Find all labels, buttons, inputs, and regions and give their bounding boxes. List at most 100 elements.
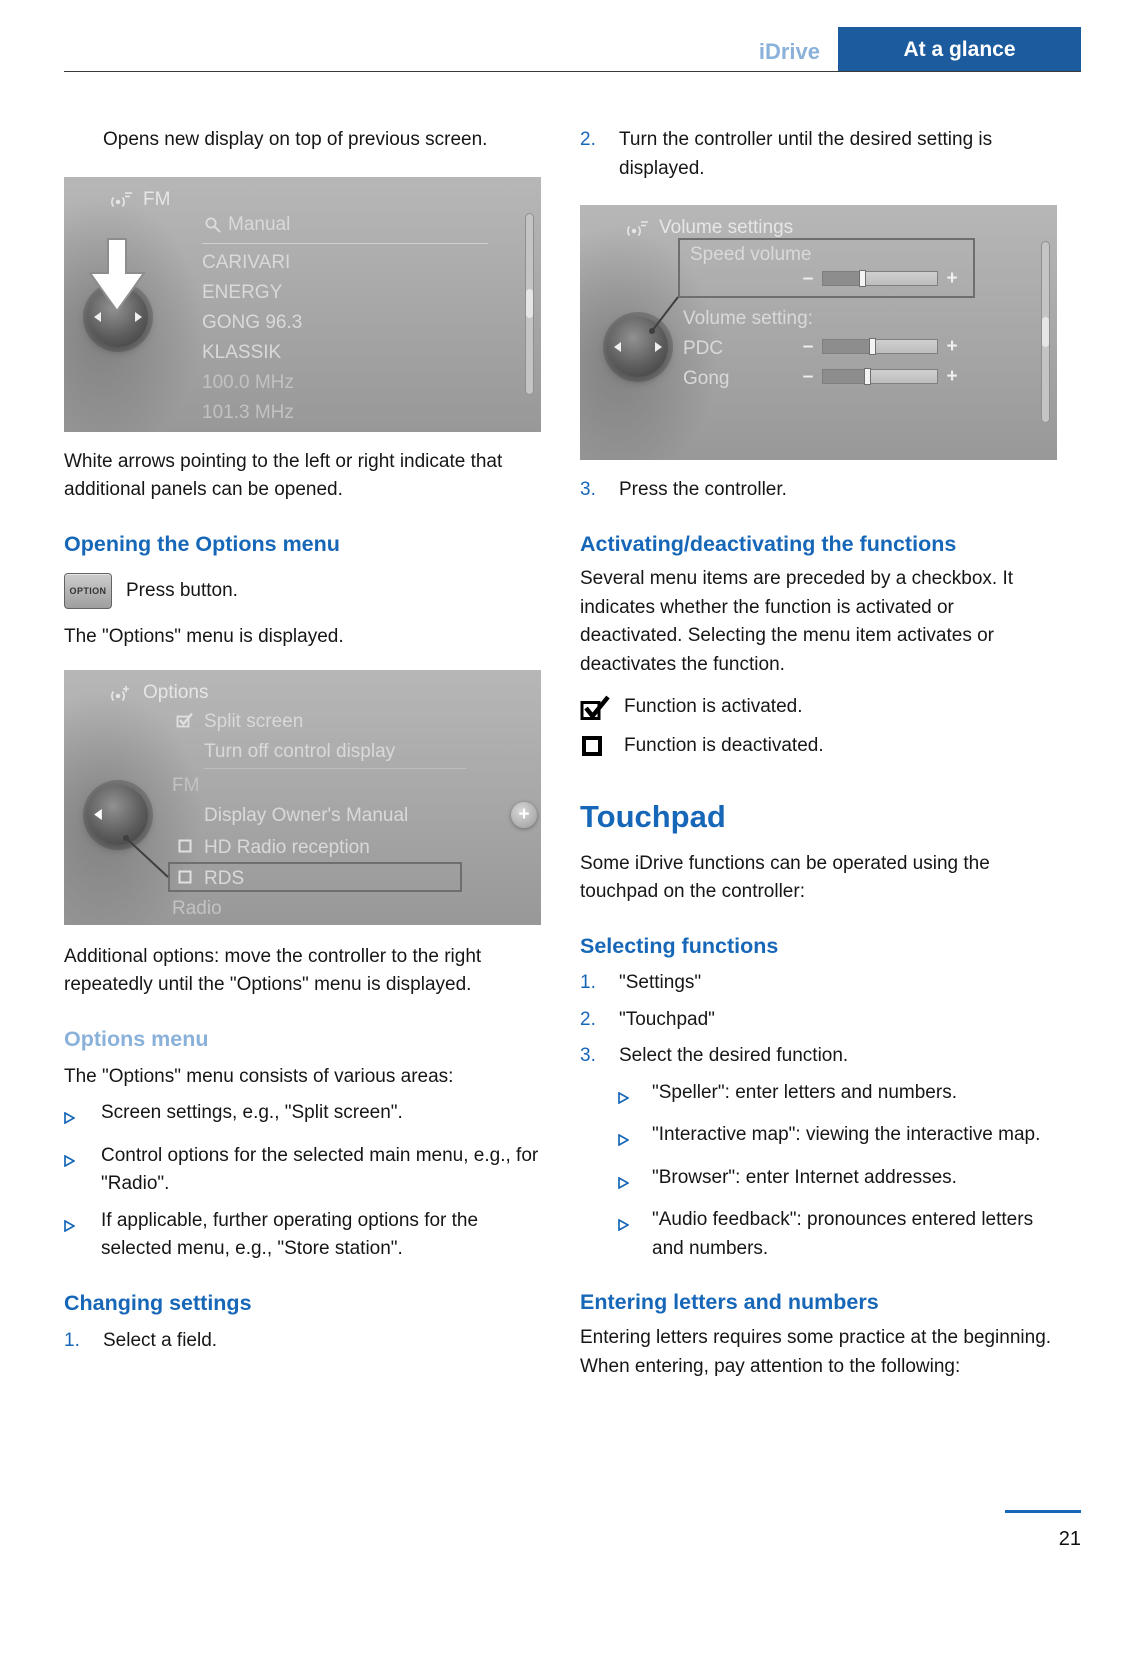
heading-entering: Entering letters and numbers	[580, 1290, 879, 1315]
fm-station-item: ENERGY	[202, 281, 283, 303]
speed-volume-label: Speed volume	[690, 244, 812, 265]
step-item: 2. "Touchpad"	[580, 1006, 1057, 1035]
paragraph-opens-display: Opens new display on top of previous scr…	[103, 129, 488, 150]
options-screen-header: Options	[110, 679, 208, 708]
fm-screen-header: FM	[110, 186, 170, 215]
function-options-list: "Speller": enter letters and numbers. "I…	[618, 1079, 1057, 1264]
step-text: "Settings"	[619, 972, 702, 994]
triangle-bullet-icon	[64, 1142, 101, 1177]
scrollbar-thumb	[1042, 317, 1049, 347]
list-item: If applicable, further operating options…	[64, 1207, 541, 1264]
knob-left-arrow-icon	[614, 342, 621, 352]
fm-frequency-item: 100.0 MHz	[202, 371, 294, 393]
white-down-arrow-icon	[88, 237, 146, 313]
options-screen-title: Options	[143, 681, 209, 703]
plus-icon: +	[946, 268, 958, 289]
step-item: 2. Turn the controller until the desired…	[580, 126, 1057, 183]
left-column: Opens new display on top of previous scr…	[64, 112, 541, 1355]
heading-options-menu: Options menu	[64, 1026, 209, 1051]
page-number: 21	[1058, 1528, 1081, 1550]
paragraph-consists: The "Options" menu consists of various a…	[64, 1065, 454, 1087]
step-number: 3.	[580, 1045, 596, 1067]
pdc-slider: – +	[802, 337, 958, 356]
step-item: 1. "Settings"	[580, 969, 1057, 998]
pdc-label: PDC	[683, 338, 724, 359]
step-text: Press the controller.	[619, 479, 787, 500]
list-item: Control options for the selected main me…	[64, 1142, 541, 1199]
slider-track	[822, 270, 938, 287]
breadcrumb: iDrive	[758, 39, 820, 64]
deactivated-text: Function is deactivated.	[624, 734, 824, 756]
header-divider	[64, 71, 1081, 72]
minus-icon: –	[802, 336, 814, 357]
search-icon	[205, 217, 221, 233]
step-number: 1.	[580, 972, 596, 994]
gong-label: Gong	[683, 368, 730, 389]
paragraph-touchpad: Some iDrive functions can be operated us…	[580, 852, 990, 903]
step-number: 3.	[580, 479, 596, 500]
knob-right-arrow-icon	[135, 311, 142, 322]
checked-checkbox-icon	[580, 695, 610, 720]
slider-track	[822, 368, 938, 385]
knob-left-arrow-icon	[94, 809, 102, 821]
slider-track	[822, 338, 938, 355]
step-text: "Touchpad"	[619, 1008, 715, 1030]
paragraph-entering: Entering letters requires some practice …	[580, 1327, 1052, 1377]
plus-label: +	[518, 803, 530, 825]
volume-setting-label: Volume setting:	[683, 308, 813, 329]
broadcast-icon	[111, 685, 129, 701]
activated-row: Function is activated.	[580, 693, 1057, 722]
fm-station-item: CARIVARI	[202, 251, 291, 273]
unchecked-checkbox-icon	[178, 839, 192, 853]
triangle-bullet-icon	[64, 1099, 101, 1134]
screen-scrollbar	[525, 212, 534, 395]
list-item-text: "Browser": enter Internet addresses.	[652, 1166, 957, 1188]
heading-activating: Activating/deactivating the functions	[580, 531, 957, 556]
fm-station-item: GONG 96.3	[202, 311, 303, 333]
activated-text: Function is activated.	[624, 696, 803, 718]
options-separator	[204, 767, 466, 769]
gong-slider: – +	[802, 367, 958, 386]
knob-left-arrow-icon	[94, 311, 101, 322]
list-item: Screen settings, e.g., "Split screen".	[64, 1099, 541, 1134]
list-item: "Audio feedback": pronounces entered let…	[618, 1206, 1057, 1263]
fm-frequency-item: 101.3 MHz	[202, 401, 294, 423]
step-text: Select the desired function.	[619, 1045, 849, 1067]
list-item-text: "Speller": enter letters and numbers.	[652, 1081, 957, 1103]
controller-knob	[88, 784, 148, 845]
options-item: Split screen	[204, 710, 304, 732]
plus-icon: +	[946, 336, 958, 357]
step-item: 3. Press the controller.	[580, 476, 1057, 505]
volume-screen-header: Volume settings	[626, 214, 793, 243]
options-areas-list: Screen settings, e.g., "Split screen". C…	[64, 1099, 541, 1264]
plus-icon: +	[946, 366, 958, 387]
triangle-bullet-icon	[64, 1207, 101, 1242]
volume-screen-title: Volume settings	[659, 217, 794, 238]
heading-opening-options: Opening the Options menu	[64, 531, 340, 556]
section-tab-label: At a glance	[903, 37, 1016, 61]
step-text: Turn the controller until the desired se…	[619, 129, 993, 179]
unchecked-checkbox-icon	[178, 870, 192, 884]
paragraph-additional-options: Additional options: move the controller …	[64, 945, 482, 996]
footer-accent-line	[1005, 1510, 1081, 1513]
step-item: 3. Select the desired function.	[580, 1042, 1057, 1071]
fm-underline	[202, 242, 488, 244]
minus-icon: –	[802, 268, 814, 289]
options-item: Turn off control display	[204, 740, 396, 762]
heading-selecting-functions: Selecting functions	[580, 933, 779, 958]
step-text: Select a field.	[103, 1329, 218, 1351]
screen-scrollbar	[1041, 241, 1050, 423]
rds-selection-box	[168, 861, 462, 892]
deactivated-row: Function is deactivated.	[580, 732, 1057, 761]
list-item: "Speller": enter letters and numbers.	[618, 1079, 1057, 1114]
step-number: 1.	[64, 1329, 80, 1351]
volume-screen-image: Volume settings Speed volume – + Volume …	[580, 205, 1057, 460]
triangle-bullet-icon	[618, 1164, 652, 1199]
right-column: 2. Turn the controller until the desired…	[580, 112, 1057, 1381]
scrollbar-thumb	[526, 288, 533, 319]
list-item: "Browser": enter Internet addresses.	[618, 1164, 1057, 1199]
broadcast-icon	[627, 220, 648, 236]
list-item-text: "Interactive map": viewing the interacti…	[652, 1124, 1041, 1146]
fm-screen-title: FM	[143, 188, 171, 210]
